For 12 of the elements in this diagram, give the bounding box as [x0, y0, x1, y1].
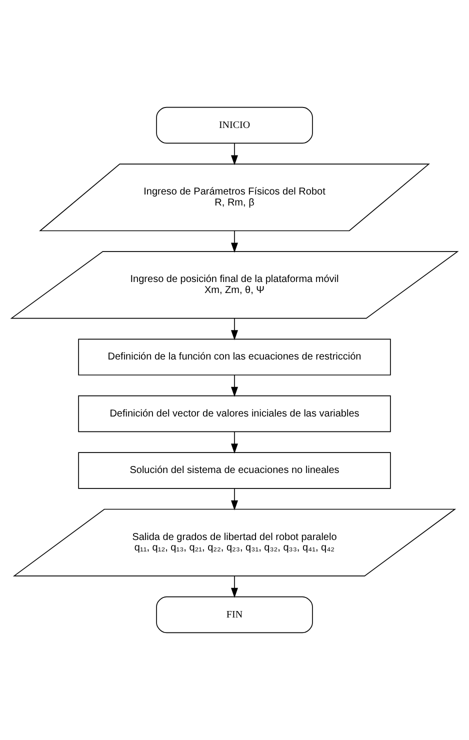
- arrow: [231, 374, 238, 397]
- arrow: [231, 488, 238, 510]
- arrow: [231, 230, 238, 253]
- node-box: INICIO: [156, 106, 313, 144]
- arrow: [231, 431, 238, 454]
- arrow: [231, 318, 238, 340]
- node-box: Definición de la función con las ecuaciones de restricción: [78, 338, 391, 376]
- node-box: Definición del vector de valores iniciales de las variables: [78, 395, 391, 432]
- arrow: [231, 576, 238, 598]
- arrow: [231, 143, 238, 166]
- node-box: FIN: [156, 596, 313, 634]
- node-box: Solución del sistema de ecuaciones no lineales: [78, 452, 391, 489]
